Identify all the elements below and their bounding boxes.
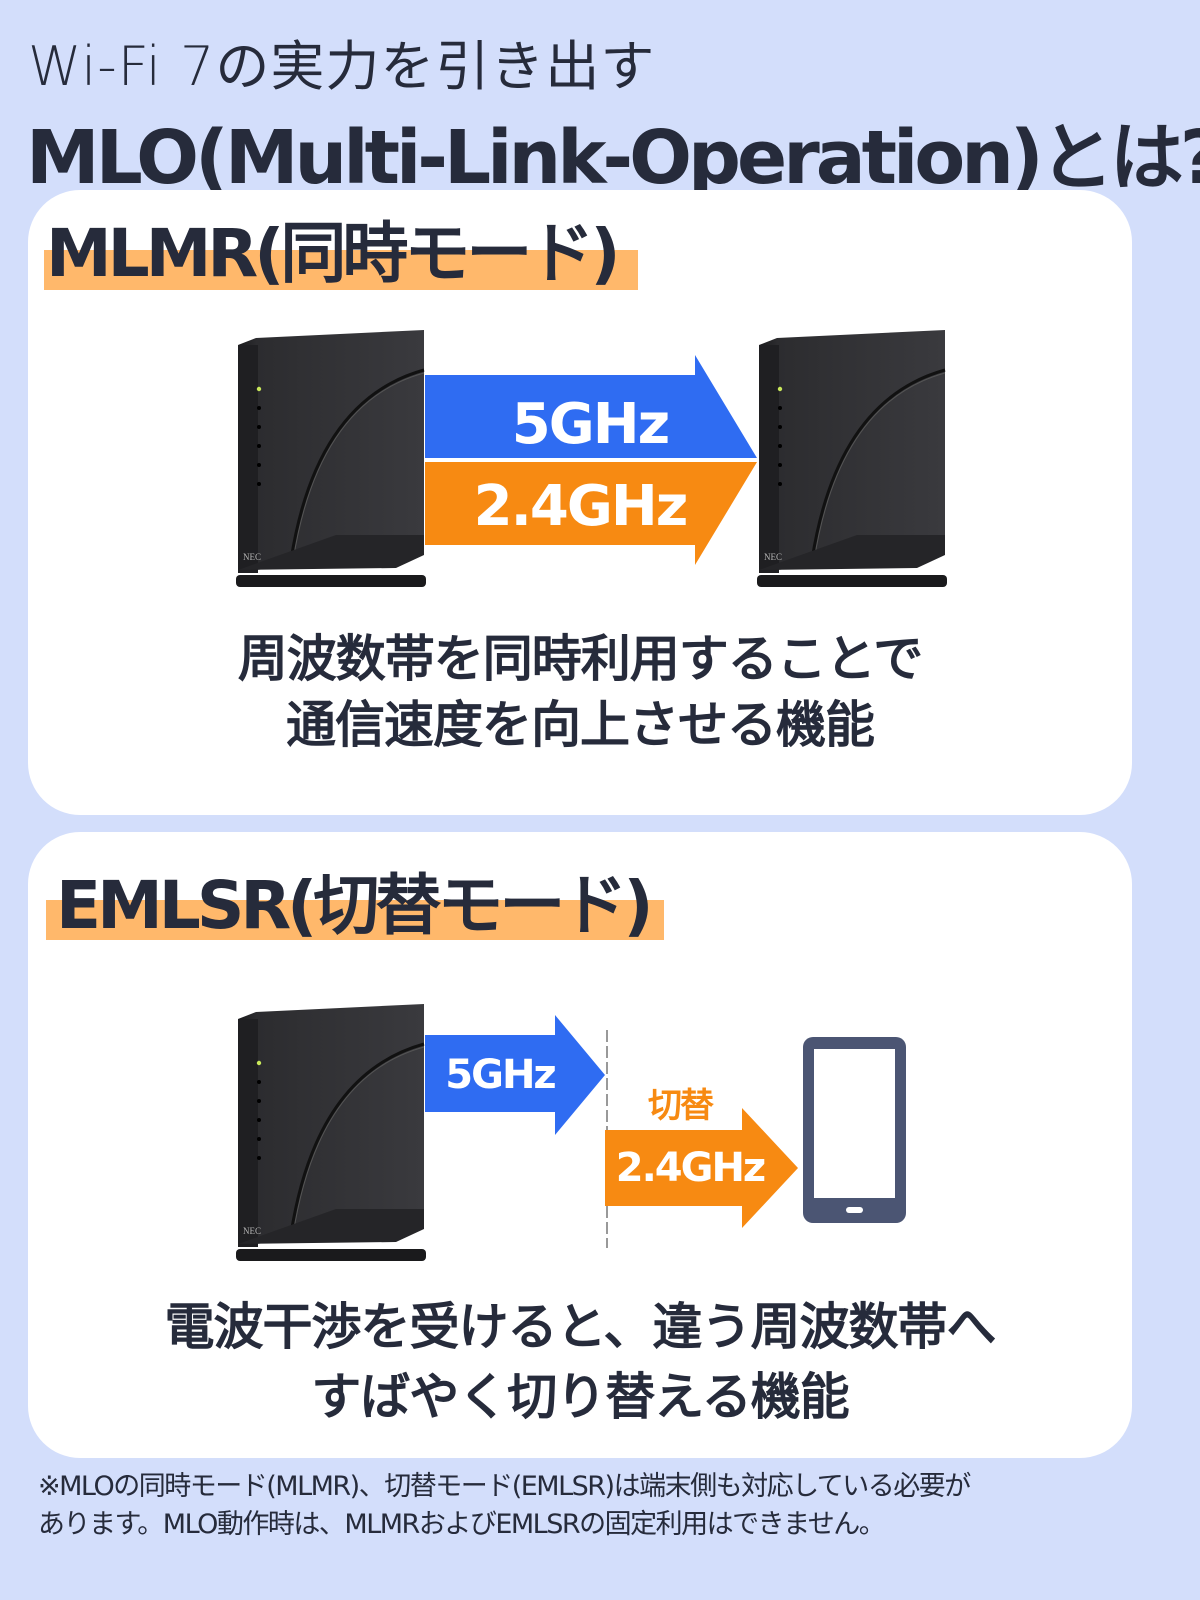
footnote-line1: ※MLOの同時モード(MLMR)、切替モード(EMLSR)は端末側も対応している… [38, 1471, 971, 1502]
emlsr-24ghz-label: 2.4GHz [615, 1145, 766, 1191]
emlsr-heading-highlight [46, 900, 664, 940]
arrow-24ghz-emlsr [605, 1108, 798, 1228]
mlmr-heading-highlight [44, 250, 638, 290]
mlmr-heading: MLMR(同時モード) [46, 215, 621, 292]
arrow-5ghz [425, 355, 757, 458]
router-emlsr-brand: NEC [243, 1226, 261, 1236]
mlmr-description: 周波数帯を同時利用することで 通信速度を向上させる機能 [0, 626, 1160, 758]
mlmr-description-line2: 通信速度を向上させる機能 [286, 696, 875, 754]
emlsr-description-line2: すばやく切り替える機能 [311, 1368, 850, 1426]
router-left-brand: NEC [243, 552, 261, 562]
emlsr-description: 電波干渉を受けると、違う周波数帯へ すばやく切り替える機能 [0, 1292, 1160, 1432]
router-right-icon [755, 328, 949, 589]
arrow-24ghz [425, 462, 757, 565]
emlsr-description-line1: 電波干渉を受けると、違う周波数帯へ [164, 1298, 997, 1356]
switch-label: 切替 [648, 1086, 714, 1126]
emlsr-heading: EMLSR(切替モード) [56, 867, 654, 944]
arrow-5ghz-emlsr [425, 1015, 605, 1135]
smartphone-icon [803, 1037, 906, 1223]
title-line1: Wi-Fi 7の実力を引き出す [28, 35, 656, 98]
router-left-icon [234, 328, 428, 589]
mlmr-description-line1: 周波数帯を同時利用することで [237, 630, 924, 688]
router-emlsr-icon [234, 1002, 428, 1263]
band-24ghz-label: 2.4GHz [473, 474, 689, 539]
band-5ghz-label: 5GHz [511, 392, 670, 457]
footnote: ※MLOの同時モード(MLMR)、切替モード(EMLSR)は端末側も対応している… [38, 1468, 1178, 1544]
router-right-brand: NEC [764, 552, 782, 562]
page-title: MLO(Multi-Link-Operation)とは? [26, 115, 1200, 201]
emlsr-5ghz-label: 5GHz [445, 1052, 556, 1098]
footnote-line2: あります。MLO動作時は、MLMRおよびEMLSRの固定利用はできません。 [38, 1509, 886, 1540]
